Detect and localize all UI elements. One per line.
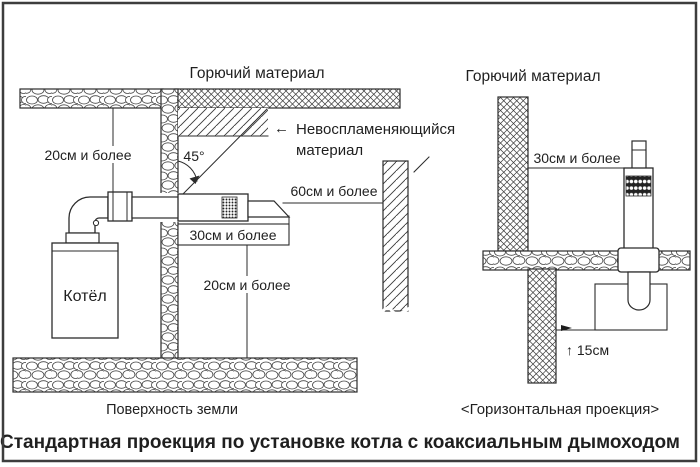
label-mask	[198, 276, 296, 293]
pipe-coupling	[107, 191, 133, 222]
combustible-material-label: Горючий материал	[189, 65, 324, 82]
chimney-perforated-band	[625, 175, 652, 197]
combustible-material-label: Горючий материал	[465, 68, 600, 85]
wall-clearance-label: 60см и более	[290, 183, 377, 199]
wall-break-tick	[413, 156, 430, 173]
vertical-section-diagram: Горючий материал ← Невоспламеняющийся ма…	[12, 65, 455, 418]
wall-column	[160, 88, 179, 361]
ceiling-clearance-label: 20см и более	[44, 147, 131, 163]
pipe-perforated-band	[221, 196, 238, 219]
elbow-pipe	[68, 196, 109, 234]
chimney-inner-tube	[631, 140, 647, 170]
wall-bottom-break	[380, 306, 411, 316]
ground-surface-label: Поверхность земли	[106, 402, 238, 418]
clearance-arrow-icon	[561, 325, 572, 331]
chimney-terminal-tip	[627, 271, 651, 311]
wall-clearance-label: 30см и более	[533, 150, 620, 166]
combustible-wall-lower	[527, 268, 557, 384]
horizontal-projection-diagram: Горючий материал 30см и более ↑ 15см <Го…	[461, 68, 691, 418]
ceiling-combustible-material	[174, 88, 401, 109]
boiler-body	[51, 242, 119, 339]
page-title: Стандартная проекция по установке котла …	[0, 432, 680, 453]
nonflammable-material-label-line1: Невоспламеняющийся	[296, 121, 455, 138]
coaxial-outer-pipe	[177, 193, 249, 222]
angle-arc-arrowhead-icon	[189, 175, 200, 184]
projection-caption: <Горизонтальная проекция>	[461, 401, 660, 418]
ground-band	[12, 357, 358, 393]
chimney-wall-collar	[617, 247, 660, 273]
angle-label: 45°	[183, 148, 204, 164]
nonflammable-material-label-line2: материал	[296, 142, 363, 159]
pipe-clearance-box	[177, 223, 290, 246]
terminal-clearance-label: ↑ 15см	[566, 342, 609, 358]
ceiling-masonry	[19, 88, 164, 109]
pipe-inner-segment	[131, 196, 180, 219]
ground-clearance-label: 20см и более	[203, 277, 290, 293]
combustible-wall-upper	[497, 96, 529, 252]
elbow-drain-plug	[92, 219, 100, 227]
boiler-flue-collar	[65, 232, 100, 244]
label-mask	[38, 146, 139, 163]
nonflammable-zone	[178, 108, 268, 136]
pipe-clearance-label: 30см и более	[189, 227, 276, 243]
boiler-label: Котёл	[63, 288, 106, 305]
left-arrow-icon: ←	[274, 120, 289, 137]
opposite-wall-section	[382, 160, 409, 312]
